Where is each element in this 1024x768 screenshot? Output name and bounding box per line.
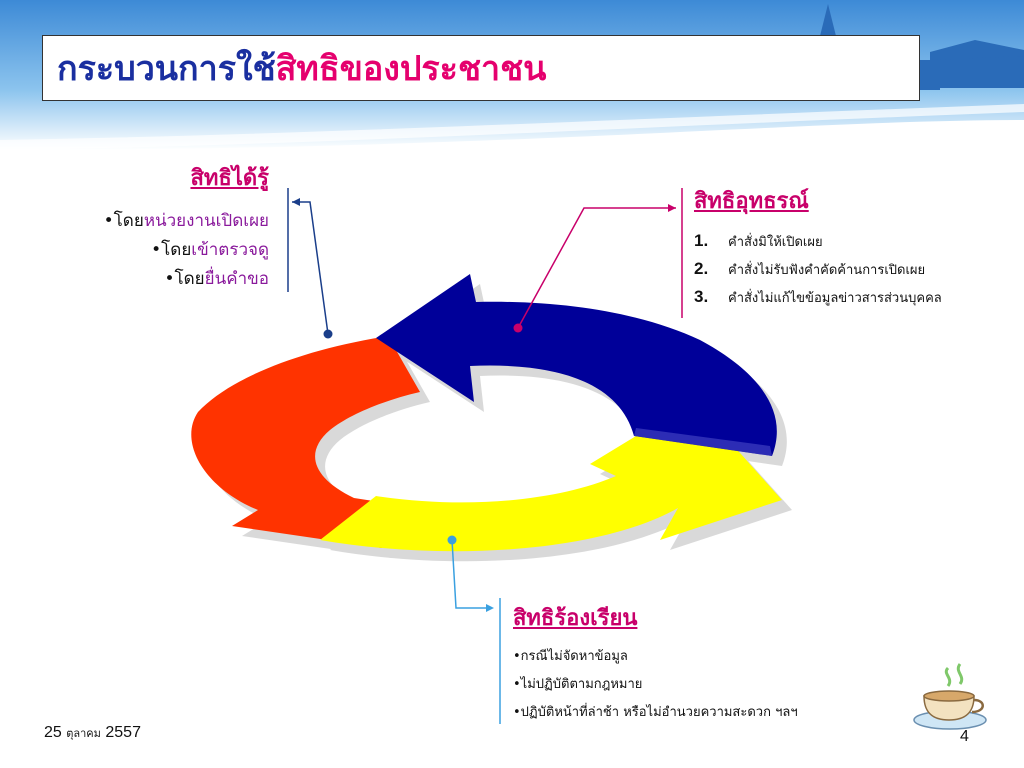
list-item: •โดยเข้าตรวจดู bbox=[104, 236, 269, 265]
connector-rights-to-complain bbox=[447, 535, 501, 724]
list-item: 1. คำสั่งมิให้เปิดเผย bbox=[694, 228, 942, 256]
rights-to-know-heading: สิทธิได้รู้ bbox=[190, 165, 269, 191]
page-title: กระบวนการใช้สิทธิของประชาชน bbox=[57, 41, 546, 95]
bullet-emphasis: หน่วยงานเปิดเผย bbox=[143, 211, 269, 231]
item-text: คำสั่งไม่รับฟังคำคัดค้านการเปิดเผย bbox=[728, 263, 926, 278]
bullet-prefix: •โดย bbox=[151, 240, 192, 260]
item-number: 3. bbox=[694, 287, 709, 306]
rights-to-appeal-block: สิทธิอุทธรณ์ 1. คำสั่งมิให้เปิดเผย 2. คำสั… bbox=[694, 183, 942, 312]
bullet-emphasis: เข้าตรวจดู bbox=[191, 240, 269, 260]
footer-date: 25 ตุลาคม 2557 bbox=[44, 724, 141, 742]
connector-rights-to-appeal bbox=[513, 188, 683, 333]
item-number: 2. bbox=[694, 259, 709, 278]
blue-arrow bbox=[376, 274, 777, 456]
list-item: 2. คำสั่งไม่รับฟังคำคัดค้านการเปิดเผย bbox=[694, 256, 942, 284]
footer-month: ตุลาคม bbox=[66, 728, 101, 740]
blue-arrow-edge bbox=[634, 428, 772, 456]
red-arrow bbox=[191, 336, 420, 548]
rights-to-appeal-heading: สิทธิอุทธรณ์ bbox=[694, 188, 809, 214]
list-item: •กรณีไม่จัดหาข้อมูล bbox=[513, 649, 628, 664]
title-highlight: สิทธิของประชาชน bbox=[275, 49, 547, 89]
list-item: •ปฏิบัติหน้าที่ล่าช้า หรือไม่อำนวยความสะ… bbox=[513, 705, 798, 720]
list-item: •โดยหน่วยงานเปิดเผย bbox=[104, 207, 269, 236]
teacup-icon bbox=[913, 663, 987, 730]
list-item: •ไม่ปฏิบัติตามกฎหมาย bbox=[513, 677, 643, 692]
rights-to-complain-heading: สิทธิร้องเรียน bbox=[513, 605, 638, 631]
item-text: คำสั่งมิให้เปิดเผย bbox=[728, 235, 823, 250]
bullet-prefix: •โดย bbox=[164, 269, 205, 289]
rights-to-know-block: สิทธิได้รู้ •โดยหน่วยงานเปิดเผย •โดยเข้า… bbox=[104, 160, 269, 294]
bullet-emphasis: ยื่นคำขอ bbox=[204, 269, 269, 289]
title-main: กระบวนการใช้ bbox=[57, 49, 276, 89]
footer-day: 25 bbox=[44, 724, 62, 741]
rights-to-complain-block: สิทธิร้องเรียน •กรณีไม่จัดหาข้อมูล •ไม่ป… bbox=[513, 600, 798, 727]
title-box: กระบวนการใช้สิทธิของประชาชน bbox=[42, 35, 920, 101]
item-number: 1. bbox=[694, 231, 709, 250]
list-item: 3. คำสั่งไม่แก้ไขข้อมูลข่าวสารส่วนบุคคล bbox=[694, 284, 942, 312]
cloud-swoosh bbox=[0, 104, 1024, 150]
yellow-arrow bbox=[320, 426, 782, 552]
bullet-prefix: •โดย bbox=[103, 211, 144, 231]
list-item: •โดยยื่นคำขอ bbox=[104, 265, 269, 294]
item-text: คำสั่งไม่แก้ไขข้อมูลข่าวสารส่วนบุคคล bbox=[728, 291, 942, 306]
connector-rights-to-know bbox=[287, 188, 333, 339]
skyline bbox=[820, 4, 1024, 90]
footer-year: 2557 bbox=[105, 724, 141, 741]
page-number: 4 bbox=[960, 728, 969, 745]
